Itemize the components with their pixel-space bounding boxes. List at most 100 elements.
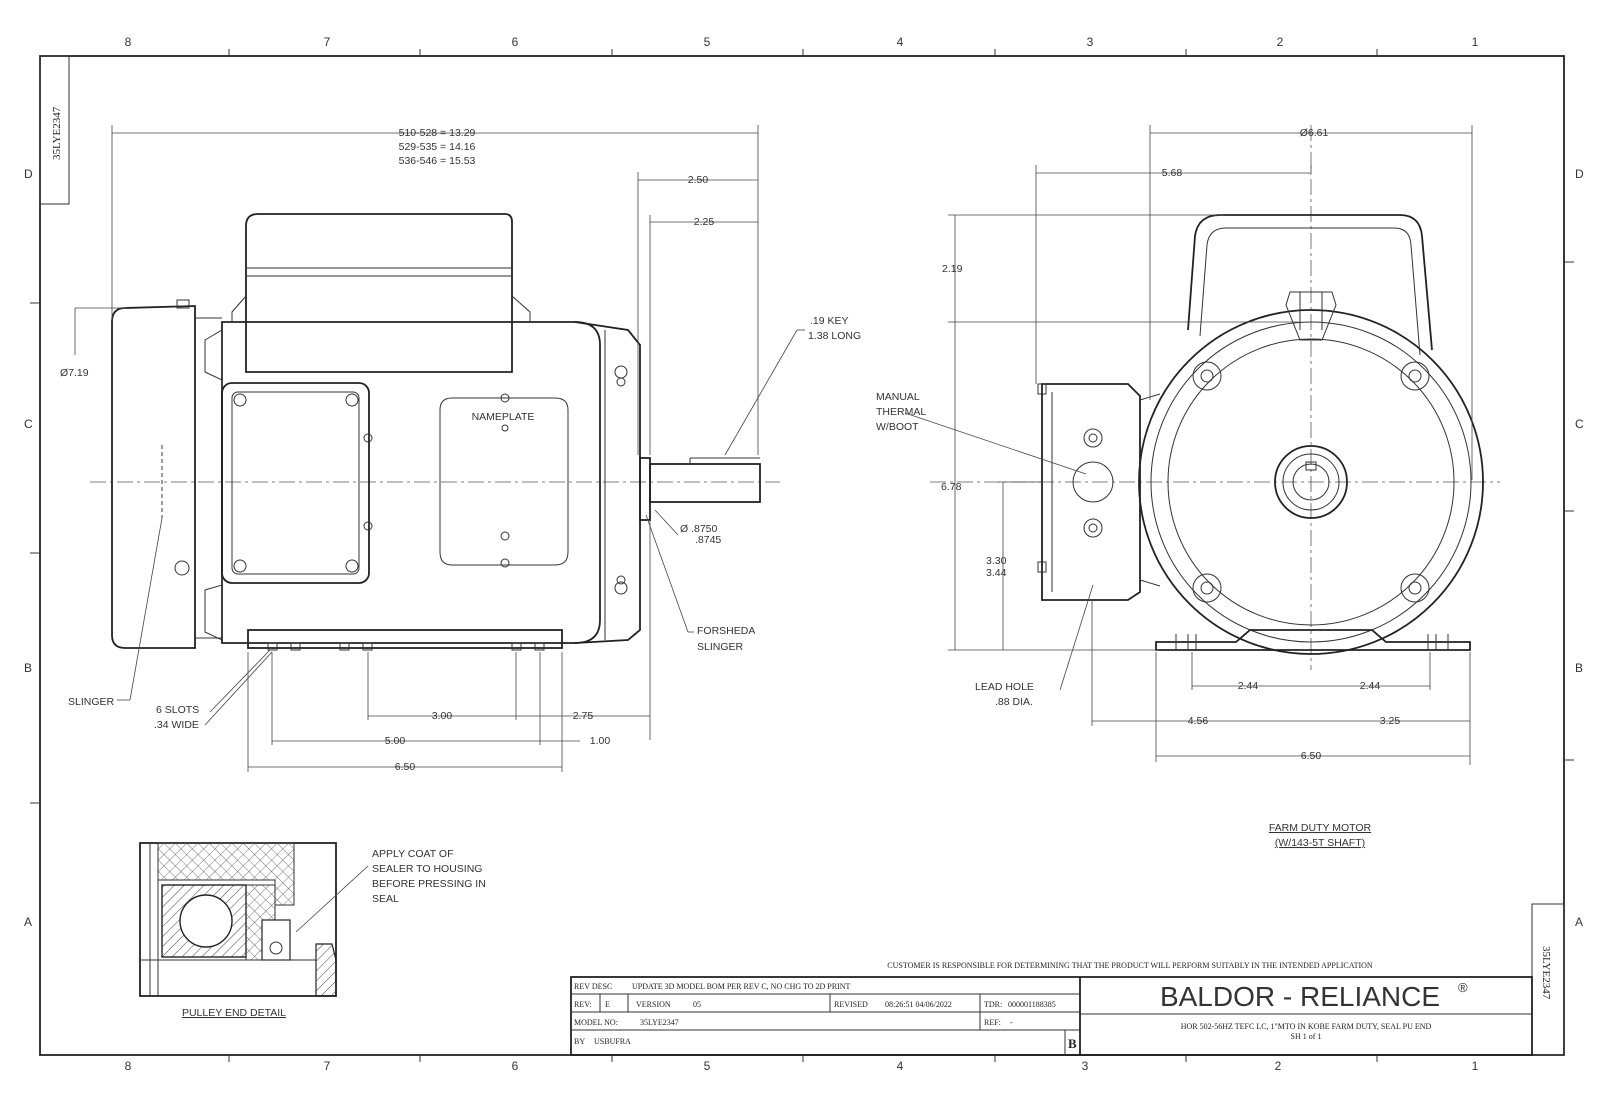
- side-view-dimensions: [74, 125, 805, 772]
- overall-length-1: 510-528 = 13.29: [399, 127, 476, 139]
- customer-note: CUSTOMER IS RESPONSIBLE FOR DETERMINING …: [887, 961, 1373, 970]
- dim-3-25: 3.25: [1380, 715, 1401, 727]
- version-value: 05: [693, 1000, 701, 1009]
- brand-name: BALDOR - RELIANCE: [1160, 981, 1440, 1012]
- forsheda-1: FORSHEDA: [697, 625, 755, 637]
- tdr-label: TDR:: [984, 1000, 1002, 1009]
- overall-length-2: 529-535 = 14.16: [399, 141, 476, 153]
- drawing-id-bottom: 35LYE2347: [1540, 946, 1552, 1000]
- nameplate-label: NAMEPLATE: [472, 411, 535, 423]
- zone-top-5: 5: [704, 35, 711, 49]
- zone-right-A: A: [1575, 915, 1583, 929]
- zone-top-7: 7: [324, 35, 331, 49]
- dim-3-00: 3.00: [432, 710, 453, 722]
- farm-note-2: (W/143-5T SHAFT): [1275, 837, 1365, 849]
- sealer-note-4: SEAL: [372, 893, 399, 905]
- dim-3-44: 3.44: [986, 567, 1007, 579]
- sheet-number: SH 1 of 1: [1291, 1032, 1322, 1041]
- zone-bottom-4: 4: [897, 1059, 904, 1073]
- farm-note-1: FARM DUTY MOTOR: [1269, 822, 1372, 834]
- sealer-note-2: SEALER TO HOUSING: [372, 863, 482, 875]
- rev-label: REV:: [574, 1000, 592, 1009]
- zone-right-C: C: [1575, 417, 1584, 431]
- thermal-3: W/BOOT: [876, 421, 919, 433]
- zone-top-6: 6: [512, 35, 519, 49]
- slots-2: .34 WIDE: [154, 719, 199, 731]
- slots-1: 6 SLOTS: [156, 704, 199, 716]
- overall-length-3: 536-546 = 15.53: [399, 155, 476, 167]
- zone-bottom-3: 3: [1082, 1059, 1089, 1073]
- dim-6-50-side: 6.50: [395, 761, 416, 773]
- zone-left-B: B: [24, 661, 32, 675]
- model-label: MODEL NO:: [574, 1018, 618, 1027]
- zone-top-8: 8: [125, 35, 132, 49]
- pulley-detail-title: PULLEY END DETAIL: [182, 1007, 286, 1019]
- revised-value: 08:26:51 04/06/2022: [885, 1000, 952, 1009]
- dim-2-50: 2.50: [688, 174, 709, 186]
- thermal-2: THERMAL: [876, 406, 926, 418]
- end-view-dimensions: [904, 125, 1473, 765]
- title-block: [570, 976, 1533, 1056]
- ref-label: REF:: [984, 1018, 1001, 1027]
- dim-2-19: 2.19: [942, 263, 963, 275]
- dim-3-30: 3.30: [986, 555, 1007, 567]
- zone-bottom-1: 1: [1472, 1059, 1479, 1073]
- zone-right-D: D: [1575, 167, 1584, 181]
- ref-value: -: [1010, 1018, 1013, 1027]
- registered-mark: ®: [1458, 980, 1468, 995]
- dia-7-19: Ø7.19: [60, 367, 89, 379]
- drawing-id-box-top: [39, 55, 70, 205]
- revised-label: REVISED: [834, 1000, 868, 1009]
- dia-6-61: Ø6.61: [1300, 127, 1329, 139]
- zone-left-D: D: [24, 167, 33, 181]
- by-label: BY: [574, 1037, 585, 1046]
- key-note-1: .19 KEY: [810, 315, 849, 327]
- zone-bottom-7: 7: [324, 1059, 331, 1073]
- slinger-label: SLINGER: [68, 696, 115, 708]
- rev-value: E: [605, 1000, 610, 1009]
- dim-2-75: 2.75: [573, 710, 594, 722]
- zone-bottom-5: 5: [704, 1059, 711, 1073]
- lead-hole-1: LEAD HOLE: [975, 681, 1034, 693]
- zone-top-3: 3: [1087, 35, 1094, 49]
- tdr-value: 000001188385: [1008, 1000, 1056, 1009]
- dim-6-50-end: 6.50: [1301, 750, 1322, 762]
- zone-bottom-8: 8: [125, 1059, 132, 1073]
- drawing-id-top: 35LYE2347: [51, 106, 63, 160]
- end-view: [930, 125, 1500, 670]
- zone-top-4: 4: [897, 35, 904, 49]
- key-note-2: 1.38 LONG: [808, 330, 861, 342]
- side-view: [90, 213, 780, 651]
- zone-bottom-2: 2: [1275, 1059, 1282, 1073]
- zone-right-B: B: [1575, 661, 1583, 675]
- dim-4-56: 4.56: [1188, 715, 1209, 727]
- shaft-dia-2: .8745: [695, 534, 721, 546]
- zone-left-C: C: [24, 417, 33, 431]
- by-value: USBUFRA: [594, 1037, 631, 1046]
- dim-5-00: 5.00: [385, 735, 406, 747]
- version-label: VERSION: [636, 1000, 671, 1009]
- zone-top-1: 1: [1472, 35, 1479, 49]
- sealer-note-1: APPLY COAT OF: [372, 848, 454, 860]
- lead-hole-2: .88 DIA.: [995, 696, 1033, 708]
- rev-desc: UPDATE 3D MODEL BOM PER REV C, NO CHG TO…: [632, 982, 851, 991]
- sealer-note-3: BEFORE PRESSING IN: [372, 878, 486, 890]
- dim-2-44-right: 2.44: [1360, 680, 1381, 692]
- model-value: 35LYE2347: [640, 1018, 679, 1027]
- zone-bottom-6: 6: [512, 1059, 519, 1073]
- rev-desc-label: REV DESC: [574, 982, 612, 991]
- dim-2-44-left: 2.44: [1238, 680, 1259, 692]
- thermal-1: MANUAL: [876, 391, 920, 403]
- shaft-dia-1: Ø .8750: [680, 523, 718, 535]
- zone-left-A: A: [24, 915, 32, 929]
- forsheda-2: SLINGER: [697, 641, 744, 653]
- sheet-size: B: [1068, 1036, 1077, 1051]
- dim-2-25: 2.25: [694, 216, 715, 228]
- zone-top-2: 2: [1277, 35, 1284, 49]
- dim-5-68: 5.68: [1162, 167, 1183, 179]
- title-description: HOR 502-56HZ TEFC LC, 1"MTO IN KOBE FARM…: [1181, 1022, 1432, 1031]
- zone-ticks: [30, 49, 1574, 1062]
- dim-1-00: 1.00: [590, 735, 611, 747]
- dim-6-78: 6.78: [941, 481, 962, 493]
